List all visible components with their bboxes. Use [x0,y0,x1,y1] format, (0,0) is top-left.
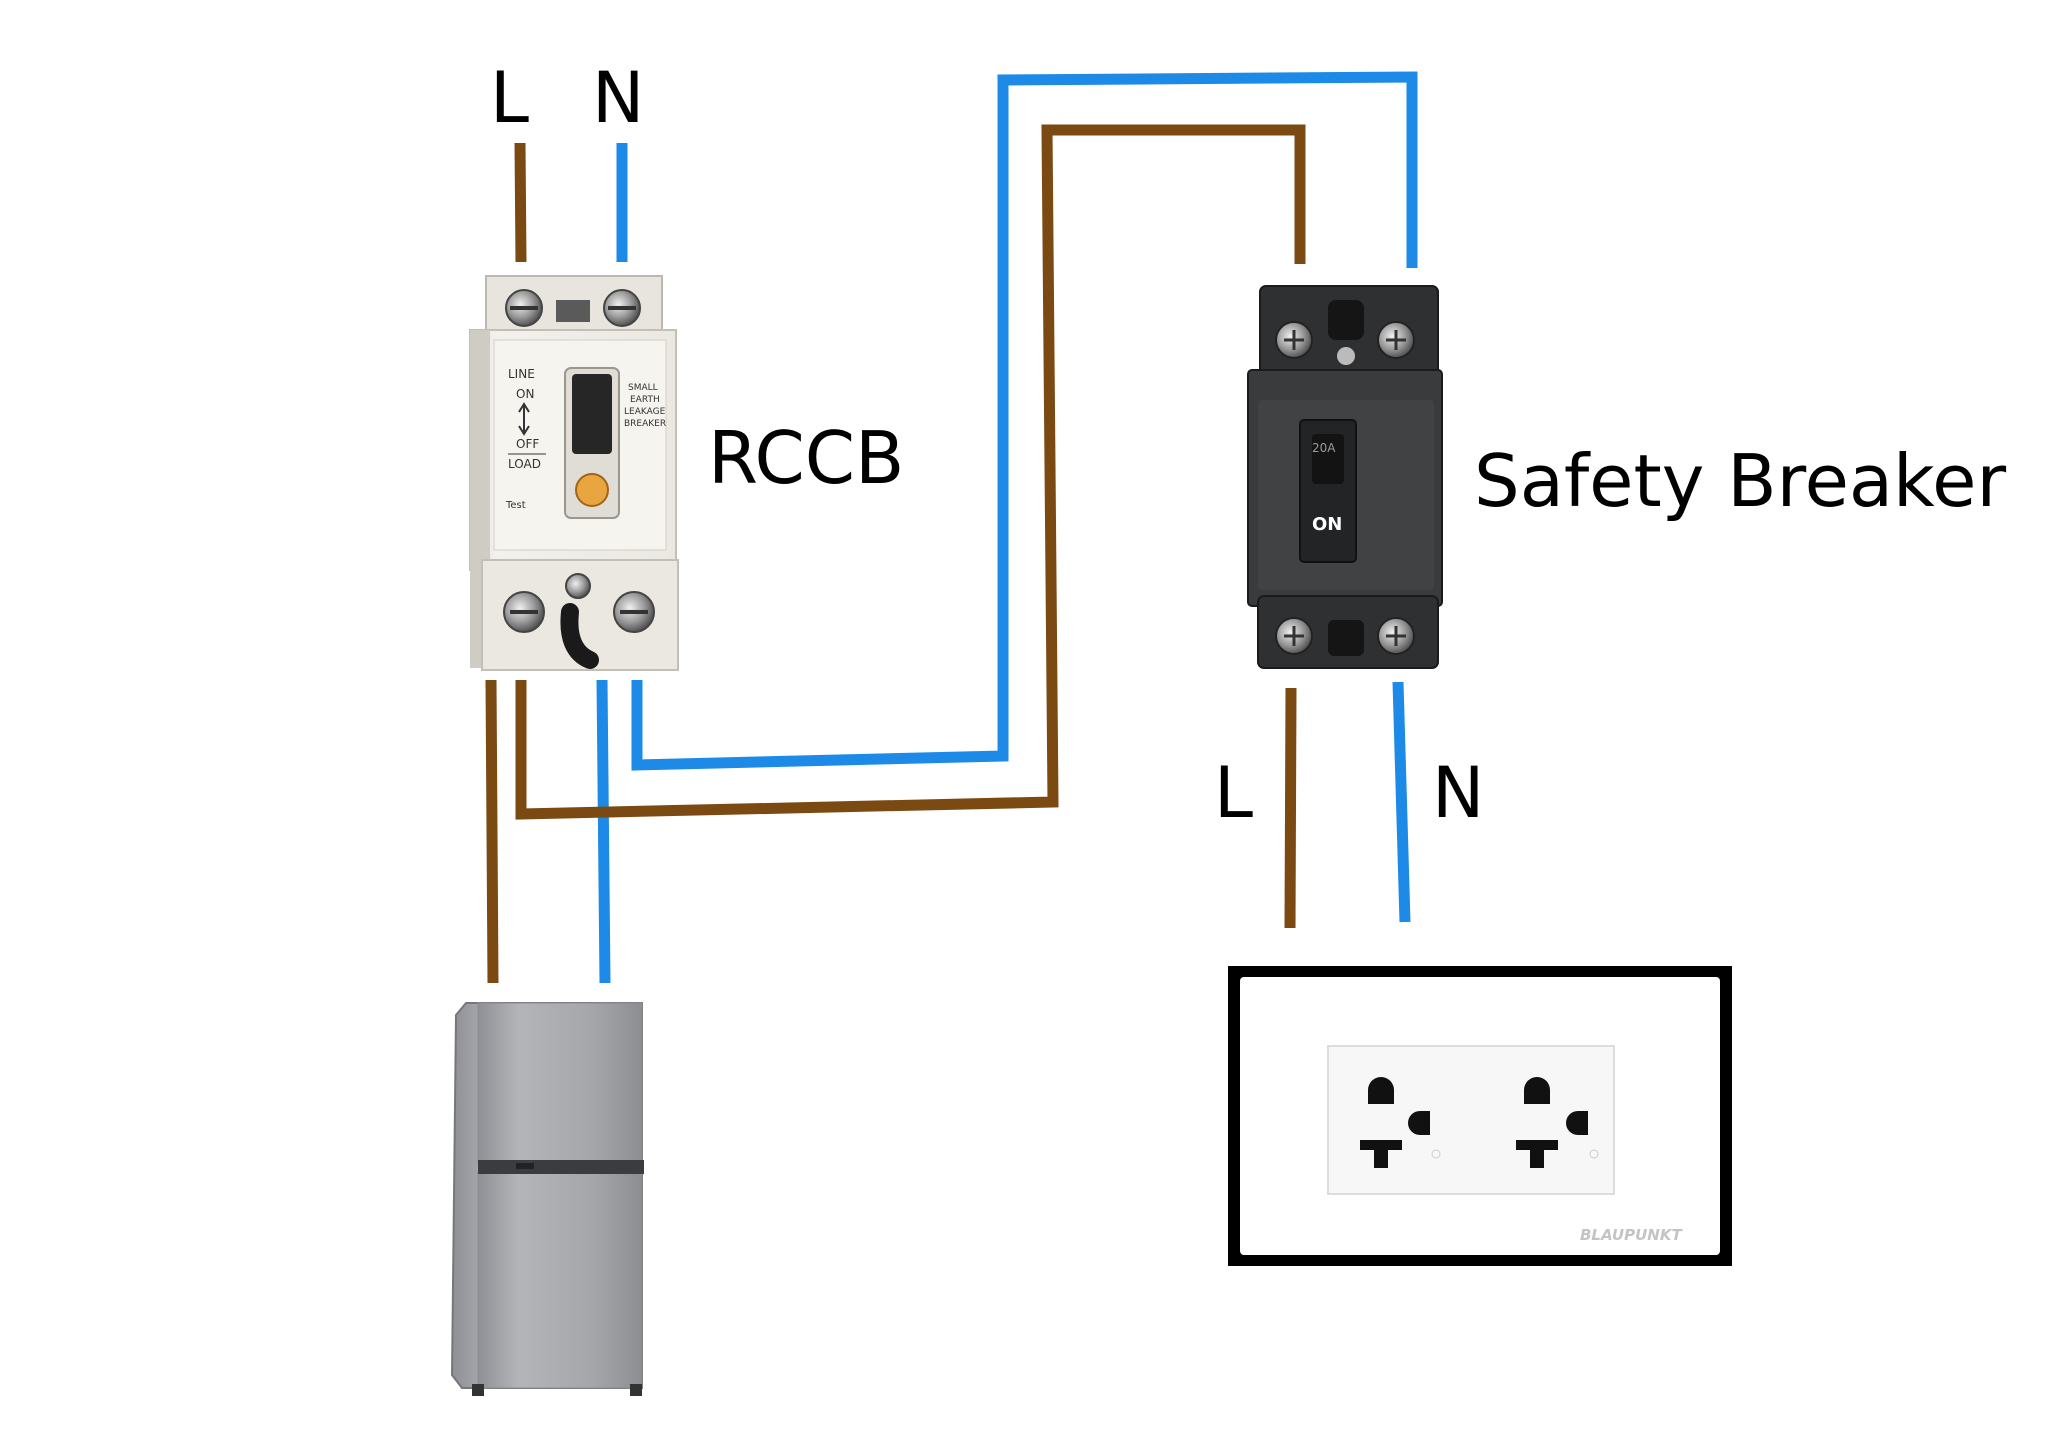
wall-outlet: BLAUPUNKT [1228,966,1732,1266]
rccb-device: LINE ON OFF LOAD Test SMALL EARTH LEAKAG… [469,275,679,671]
rccb-on-text: ON [516,387,534,401]
breaker-rating-text: 20A [1312,441,1336,455]
refrigerator-icon [450,1002,644,1396]
rccb-load-text: LOAD [508,457,541,471]
outlet-line-wire [1284,687,1297,929]
rccb-label: RCCB [708,416,904,500]
outlet-socket-left [1360,1077,1430,1168]
wires [485,71,1418,984]
fridge-neutral-wire [596,679,611,984]
output-neutral-label: N [1432,752,1484,834]
fridge-line-wire [485,679,499,984]
safety-breaker-label: Safety Breaker [1474,439,2006,523]
rccb-test-text: Test [505,500,526,511]
safety-breaker-device: 20A ON [1247,285,1443,669]
rccb-breaker-text: BREAKER [624,419,666,429]
rccb-earth-text: EARTH [630,395,660,405]
supply-neutral-label: N [592,57,644,139]
rccb-test-button [575,473,609,507]
rccb-off-text: OFF [516,437,539,451]
rccb-leakage-text: LEAKAGE [624,407,666,417]
supply-line-label: L [490,57,529,139]
breaker-feed-line-wire [515,124,1306,820]
supply-line-wire [514,142,527,263]
breaker-on-text: ON [1312,514,1342,535]
outlet-socket-right [1516,1077,1588,1168]
breaker-feed-neutral-wire [631,71,1418,771]
rccb-small-text: SMALL [628,383,658,393]
outlet-neutral-wire [1392,681,1411,923]
outlet-brand-text: BLAUPUNKT [1580,1226,1683,1244]
rccb-line-text: LINE [508,367,535,381]
output-line-label: L [1214,752,1253,834]
